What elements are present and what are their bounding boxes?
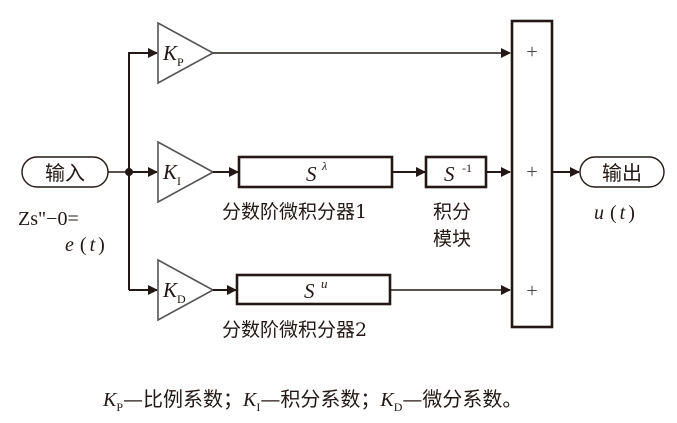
- output-label: 输出: [602, 161, 642, 185]
- integ-base: S: [444, 162, 455, 186]
- input-equation: Zs"−0=: [18, 208, 79, 230]
- gain-kd: KD: [157, 258, 215, 322]
- frac1-base: S: [306, 162, 317, 186]
- sum-sign-1: +: [526, 41, 537, 63]
- input-label: 输入: [45, 161, 85, 185]
- integ-caption-line2: 模块: [433, 228, 471, 250]
- legend-ki-symbol: K: [242, 389, 258, 411]
- frac2-exponent: u: [321, 276, 328, 291]
- summation-block: + + +: [510, 19, 554, 329]
- legend: KP—比例系数；KI—积分系数；KD—微分系数。: [102, 387, 522, 414]
- output-signal: u(t): [594, 202, 635, 224]
- integrator-block: S -1: [424, 155, 488, 189]
- integ-exponent: -1: [462, 161, 472, 175]
- output-terminal: 输出: [579, 156, 665, 188]
- frac2-base: S: [304, 279, 315, 303]
- frac1-caption: 分数阶微积分器1: [222, 201, 367, 223]
- sum-sign-3: +: [526, 280, 537, 302]
- legend-kd-text: —微分系数。: [402, 387, 522, 411]
- gain-kp-symbol: KP: [162, 41, 184, 69]
- legend-kp-symbol: K: [102, 389, 118, 411]
- sum-sign-2: +: [526, 161, 537, 183]
- integ-caption-line1: 积分: [433, 201, 471, 223]
- legend-kd-symbol: K: [379, 389, 395, 411]
- gain-kp: KP: [157, 21, 215, 85]
- frac1-exponent: λ: [321, 159, 327, 173]
- fractional-block-2: S u: [235, 273, 392, 306]
- gain-ki: KI: [157, 140, 215, 204]
- frac2-caption: 分数阶微积分器2: [222, 319, 367, 341]
- input-signal: e(t): [65, 234, 105, 256]
- gain-kd-symbol: KD: [162, 278, 186, 306]
- legend-kp-text: —比例系数；: [123, 387, 243, 411]
- gain-ki-symbol: KI: [162, 160, 181, 188]
- legend-ki-text: —积分系数；: [260, 387, 380, 411]
- input-terminal: 输入: [21, 156, 109, 188]
- fractional-block-1: S λ: [237, 155, 394, 189]
